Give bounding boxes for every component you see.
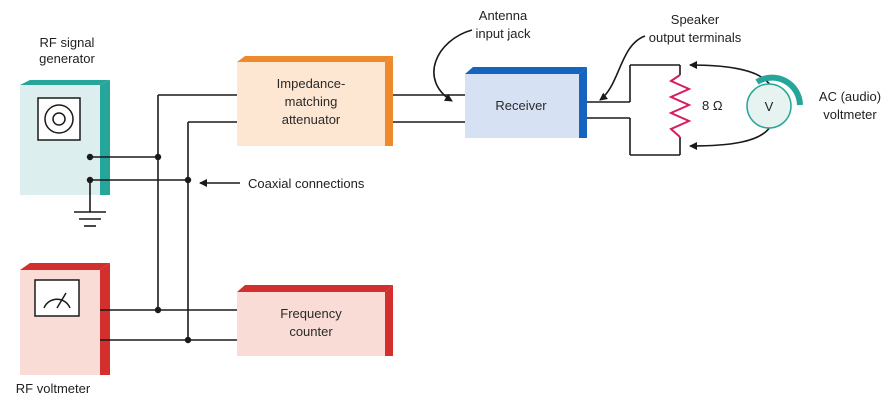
junction-dot bbox=[154, 306, 162, 314]
receiver-top bbox=[465, 67, 587, 74]
impedance-matching-attenuator: Impedance- matching attenuator bbox=[237, 56, 393, 146]
receiver-side bbox=[579, 67, 587, 138]
rf-signal-generator-label-line1: RF signal bbox=[40, 35, 95, 50]
rf-signal-generator: RF signal generator bbox=[20, 35, 110, 195]
resistor-value-label: 8 Ω bbox=[702, 98, 723, 113]
junction-dot bbox=[154, 153, 162, 161]
coaxial-connections-callout: Coaxial connections bbox=[199, 176, 365, 191]
frequency-counter-side bbox=[385, 285, 393, 356]
receiver-face bbox=[465, 74, 579, 138]
antenna-input-jack-label-line2: input jack bbox=[476, 26, 531, 41]
rf-signal-generator-label-line2: generator bbox=[39, 51, 95, 66]
frequency-counter-label-line1: Frequency bbox=[280, 306, 342, 321]
rf-voltmeter-label: RF voltmeter bbox=[16, 381, 91, 396]
receiver: Receiver bbox=[465, 67, 587, 138]
attenuator-top bbox=[237, 56, 393, 62]
speaker-output-terminals-label-line1: Speaker bbox=[671, 12, 720, 27]
ac-voltmeter-symbol: V bbox=[765, 99, 774, 114]
rf-signal-generator-edge bbox=[20, 80, 110, 195]
speaker-output-terminals-callout: Speaker output terminals bbox=[599, 12, 742, 101]
ac-voltmeter-face bbox=[746, 83, 792, 129]
rf-voltmeter-top bbox=[20, 263, 110, 270]
attenuator-label-line2: matching bbox=[285, 94, 338, 109]
attenuator-side bbox=[385, 56, 393, 146]
speaker-output-terminals-label-line2: output terminals bbox=[649, 30, 742, 45]
resistor-icon bbox=[668, 74, 692, 138]
frequency-counter-label-line2: counter bbox=[289, 324, 333, 339]
junction-dot bbox=[184, 336, 192, 344]
coaxial-jack-icon bbox=[37, 97, 81, 141]
speaker-output-circuit: 8 Ω V AC (audio) voltmeter bbox=[587, 61, 881, 156]
antenna-input-jack-label-line1: Antenna bbox=[479, 8, 528, 23]
rf-voltmeter: RF voltmeter bbox=[16, 263, 110, 396]
coaxial-connections-label: Coaxial connections bbox=[248, 176, 365, 191]
ac-voltmeter-label-line2: voltmeter bbox=[823, 107, 877, 122]
junction-dot bbox=[86, 176, 94, 184]
ac-voltmeter: V bbox=[746, 74, 803, 129]
coaxial-wiring bbox=[86, 94, 465, 344]
attenuator-face bbox=[237, 62, 385, 146]
ac-voltmeter-label-line1: AC (audio) bbox=[819, 89, 881, 104]
ground-icon bbox=[74, 180, 106, 227]
frequency-counter-top bbox=[237, 285, 393, 292]
analog-meter-icon bbox=[34, 279, 80, 317]
antenna-input-jack-callout: Antenna input jack bbox=[433, 8, 531, 102]
attenuator-label-line3: attenuator bbox=[282, 112, 341, 127]
junction-dot bbox=[86, 153, 94, 161]
attenuator-label-line1: Impedance- bbox=[277, 76, 346, 91]
receiver-label: Receiver bbox=[495, 98, 547, 113]
junction-dot bbox=[184, 176, 192, 184]
frequency-counter-face bbox=[237, 292, 385, 356]
frequency-counter: Frequency counter bbox=[237, 285, 393, 356]
rf-voltmeter-side bbox=[100, 263, 110, 375]
rf-signal-generator-top bbox=[20, 80, 110, 85]
